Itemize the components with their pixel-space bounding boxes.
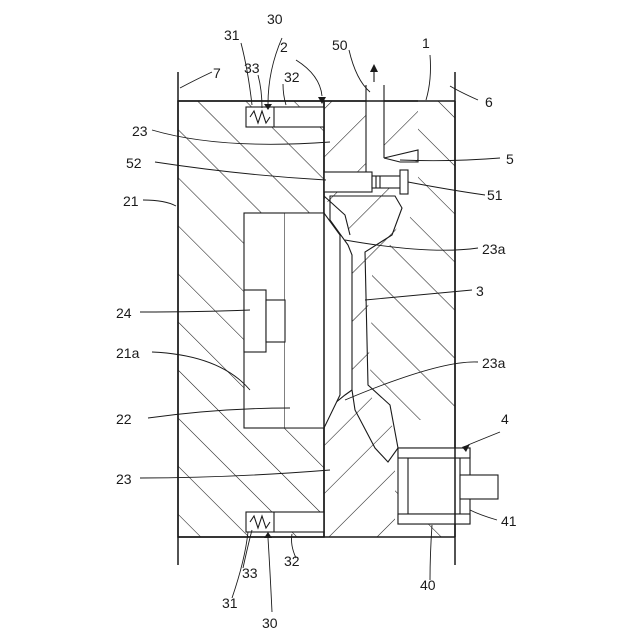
spring-unit-30-bottom	[246, 512, 324, 532]
label-4: 4	[501, 411, 509, 427]
label-23-top: 23	[132, 123, 148, 139]
label-31-top: 31	[224, 27, 240, 43]
label-30-top: 30	[267, 11, 283, 27]
label-1: 1	[422, 35, 430, 51]
spring-unit-30-top	[246, 107, 324, 127]
label-50: 50	[332, 37, 348, 53]
label-21a: 21a	[116, 345, 140, 361]
label-24: 24	[116, 305, 132, 321]
label-52: 52	[126, 155, 142, 171]
label-41: 41	[501, 513, 517, 529]
vent-passage-50	[366, 68, 384, 175]
label-2: 2	[280, 39, 288, 55]
label-32-bottom: 32	[284, 553, 300, 569]
label-40: 40	[420, 577, 436, 593]
label-21: 21	[123, 193, 139, 209]
label-51: 51	[487, 187, 503, 203]
label-33-top: 33	[244, 60, 260, 76]
label-22: 22	[116, 411, 132, 427]
label-23a-top: 23a	[482, 241, 506, 257]
label-23-bottom: 23	[116, 471, 132, 487]
label-32-top: 32	[284, 69, 300, 85]
label-3: 3	[476, 283, 484, 299]
label-31-bottom: 31	[222, 595, 238, 611]
label-30-bottom: 30	[262, 615, 278, 631]
label-23a-bottom: 23a	[482, 355, 506, 371]
label-6: 6	[485, 94, 493, 110]
injection-unit-40	[398, 448, 498, 524]
label-33-bottom: 33	[242, 565, 258, 581]
label-5: 5	[506, 151, 514, 167]
label-7: 7	[213, 65, 221, 81]
